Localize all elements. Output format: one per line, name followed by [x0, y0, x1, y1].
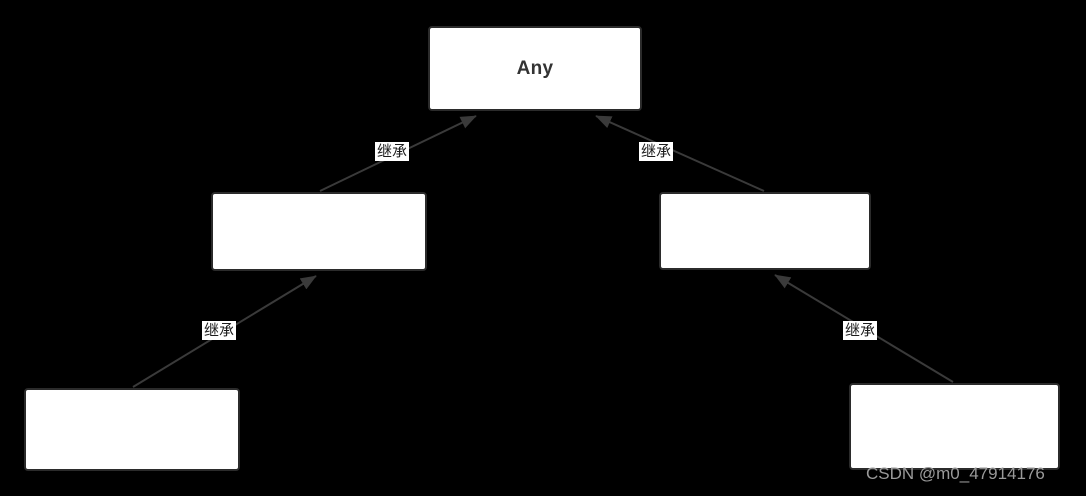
- node-bottom-right[interactable]: [849, 383, 1060, 470]
- edge-label-mid-right-to-any: 继承: [639, 142, 674, 161]
- csdn-watermark: CSDN @m0_47914176: [866, 464, 1045, 483]
- node-mid-left[interactable]: [211, 192, 427, 271]
- node-any[interactable]: Any: [428, 26, 642, 111]
- node-any-label: Any: [516, 58, 554, 79]
- edge-label-mid-left-to-any: 继承: [375, 142, 410, 161]
- edge-label-bottom-right-to-mid-right: 继承: [843, 321, 878, 340]
- edge-label-bottom-left-to-mid-left: 继承: [202, 321, 237, 340]
- node-mid-right[interactable]: [659, 192, 871, 270]
- edge-line-mid-right-to-any: [595, 115, 765, 192]
- node-bottom-left[interactable]: [24, 388, 240, 471]
